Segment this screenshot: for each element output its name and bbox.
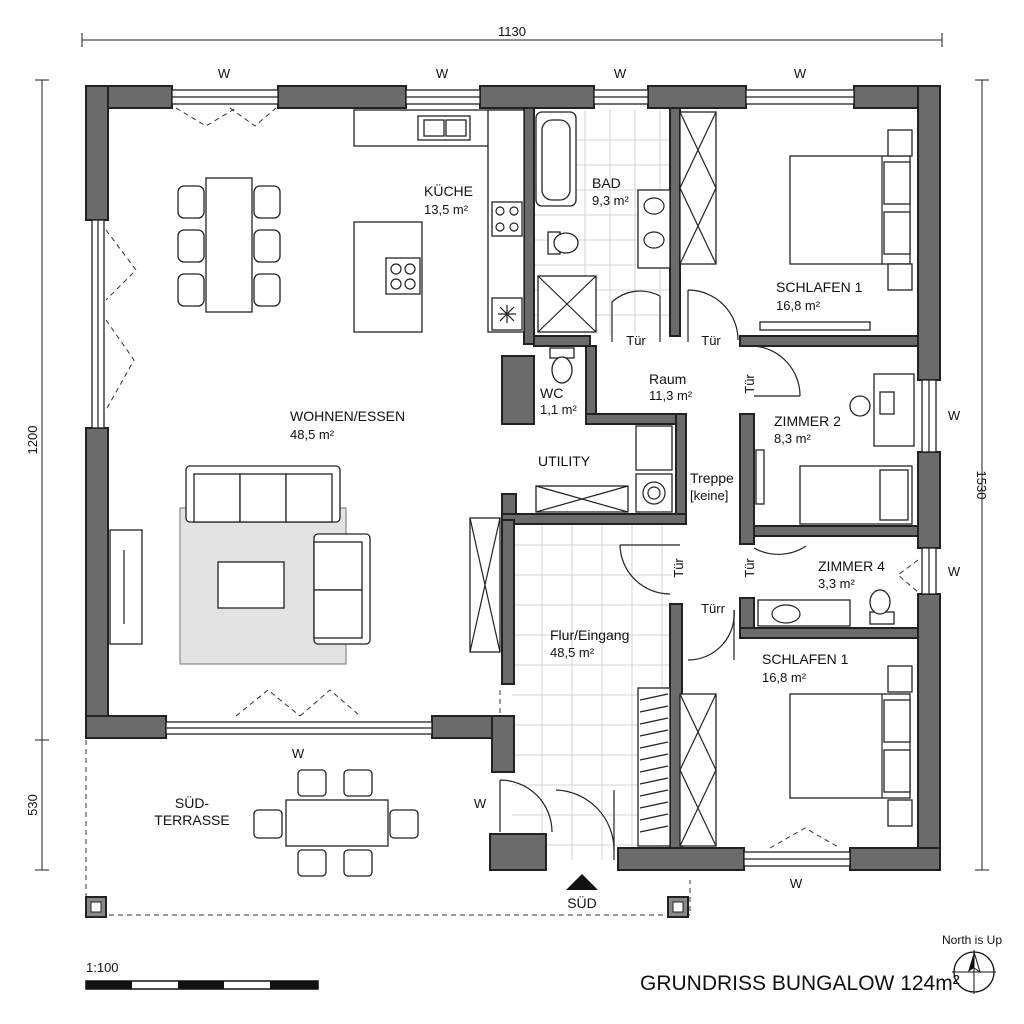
room-area-zimmer2: 8,3 m² — [774, 431, 812, 446]
entrance-arrow-icon — [566, 874, 598, 890]
room-area-wc: 1,1 m² — [540, 402, 578, 417]
door-label-zimmer2: Tür — [742, 374, 757, 394]
dimension-lines — [35, 33, 989, 871]
entrance-label: SÜD — [567, 894, 597, 911]
living-furniture — [109, 465, 501, 665]
dining-set — [177, 177, 281, 313]
north-arrow-icon — [952, 950, 996, 994]
terrace-label-line2: TERRASSE — [154, 812, 229, 828]
window-mark-bottom-right: W — [790, 876, 803, 891]
room-label-flur: Flur/Eingang — [550, 627, 629, 643]
wc-fixtures — [549, 347, 575, 384]
north-label: North is Up — [942, 933, 1002, 947]
interior-walls — [501, 107, 919, 849]
room-area-zimmer4: 3,3 m² — [818, 576, 856, 591]
zimmer4-fixtures — [757, 589, 895, 627]
room-note-treppe: [keine] — [690, 488, 728, 503]
door-label-zimmer4: Tür — [742, 558, 757, 578]
room-label-zimmer4: ZIMMER 4 — [818, 558, 885, 574]
bathroom-fixtures — [535, 111, 717, 333]
window-mark-right-1: W — [948, 408, 961, 423]
bedroom-top-furniture — [759, 129, 913, 331]
room-label-raum: Raum — [649, 371, 686, 387]
room-label-bad: BAD — [592, 175, 621, 191]
room-label-wc: WC — [540, 385, 563, 401]
door-label-flur-left: Tür — [671, 558, 686, 578]
kitchen-furniture — [353, 109, 525, 333]
door-label-schlafen-bottom: Türr — [701, 601, 726, 616]
room-label-wohnen: WOHNEN/ESSEN — [290, 408, 405, 424]
scale-bar — [85, 980, 319, 990]
room-area-flur: 48,5 m² — [550, 645, 595, 660]
dimension-left-lower: 530 — [25, 794, 40, 816]
scale-label: 1:100 — [86, 960, 119, 975]
door-swings — [499, 289, 807, 860]
room-label-schlafen-bottom: SCHLAFEN 1 — [762, 651, 849, 667]
zimmer2-furniture — [755, 373, 915, 525]
flur-wardrobe — [637, 687, 671, 847]
room-area-schlafen-bottom: 16,8 m² — [762, 670, 807, 685]
window-mark-living-bottom: W — [292, 746, 305, 761]
room-area-raum: 11,3 m² — [649, 388, 693, 403]
room-label-treppe: Treppe — [690, 470, 734, 486]
bedroom-bottom-furniture — [679, 665, 913, 847]
terrace-label-line1: SÜD- — [175, 794, 210, 811]
room-area-kueche: 13,5 m² — [424, 202, 469, 217]
door-label-schlafen-top: Tür — [701, 333, 721, 348]
room-label-utility: UTILITY — [538, 453, 591, 469]
room-area-bad: 9,3 m² — [592, 193, 630, 208]
window-mark-top-2: W — [436, 66, 449, 81]
window-mark-entrance: W — [474, 796, 487, 811]
dimension-top: 1130 — [498, 24, 526, 39]
plan-title: GRUNDRISS BUNGALOW 124m² — [640, 972, 960, 995]
room-label-kueche: KÜCHE — [424, 182, 473, 199]
door-label-bad: Tür — [626, 333, 646, 348]
room-label-zimmer2: ZIMMER 2 — [774, 413, 841, 429]
terrace-furniture — [253, 769, 419, 877]
window-mark-top-4: W — [794, 66, 807, 81]
room-area-wohnen: 48,5 m² — [290, 427, 335, 442]
windows — [91, 89, 937, 867]
dimension-right: 1530 — [974, 471, 989, 500]
window-mark-right-2: W — [948, 564, 961, 579]
dimension-left-upper: 1200 — [25, 426, 40, 455]
utility-fixtures — [535, 425, 673, 513]
room-label-schlafen-top: SCHLAFEN 1 — [776, 279, 863, 295]
window-mark-top-1: W — [218, 66, 231, 81]
room-area-schlafen-top: 16,8 m² — [776, 298, 821, 313]
window-mark-top-3: W — [614, 66, 627, 81]
